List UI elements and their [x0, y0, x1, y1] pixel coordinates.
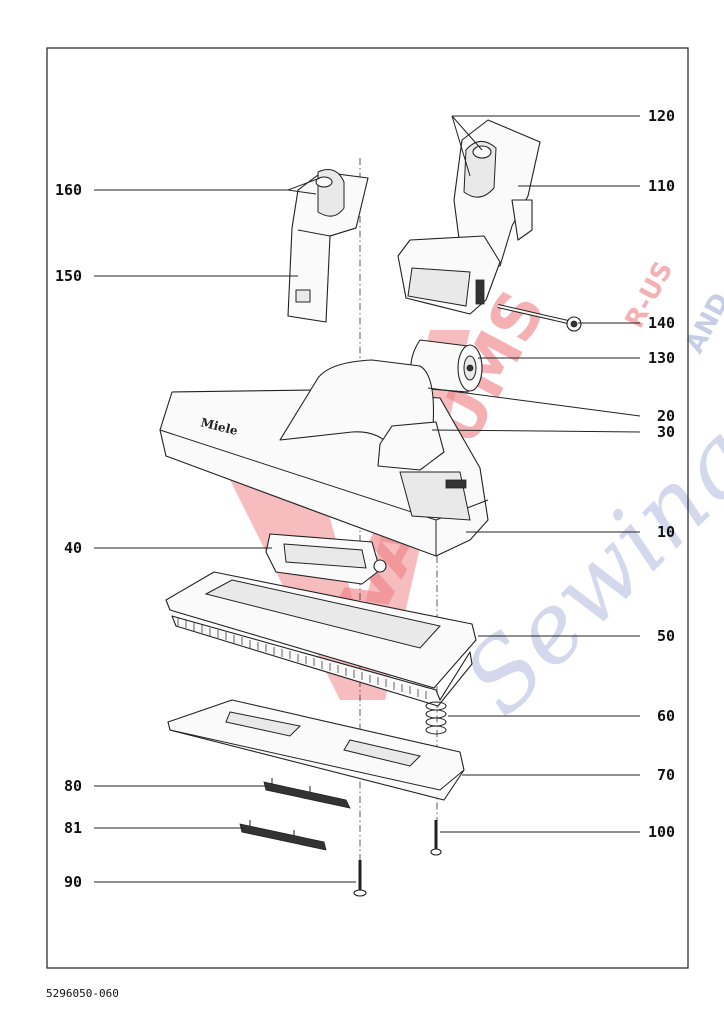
- callout-100: 100: [648, 823, 675, 841]
- callout-70: 70: [657, 766, 675, 784]
- document-number: 5296050-060: [46, 987, 119, 1000]
- callout-130: 130: [648, 349, 675, 367]
- callout-120: 120: [648, 107, 675, 125]
- callout-10: 10: [657, 523, 675, 541]
- part-70-sole-plate: [167, 699, 465, 801]
- callout-81: 81: [64, 819, 82, 837]
- callout-160: 160: [55, 181, 82, 199]
- callout-40: 40: [64, 539, 82, 557]
- part-50-base-plate: [165, 571, 477, 707]
- callout-90: 90: [64, 873, 82, 891]
- callout-150: 150: [55, 267, 82, 285]
- callout-60: 60: [657, 707, 675, 725]
- callout-140: 140: [648, 314, 675, 332]
- part-30-button: [377, 421, 467, 489]
- part-60-spring: [425, 701, 447, 735]
- callout-80: 80: [64, 777, 82, 795]
- callout-110: 110: [648, 177, 675, 195]
- callout-50: 50: [657, 627, 675, 645]
- part-90-screw: [353, 860, 367, 897]
- leader-lines: [94, 115, 641, 883]
- callout-numbers: 120 110 160 150 140 130 20 30 10 40 50 6…: [55, 107, 675, 891]
- part-80-brush-strip: [263, 778, 351, 809]
- callout-20: 20: [657, 407, 675, 425]
- part-160-release-buttons: [315, 169, 345, 217]
- part-81-brush-strip: [239, 820, 327, 851]
- part-100-screw: [430, 820, 442, 856]
- watermark-connector: AND: [680, 288, 724, 358]
- part-140-axle-pin: [497, 304, 582, 332]
- callout-30: 30: [657, 423, 675, 441]
- diagram-frame: [46, 47, 689, 969]
- part-120-release-buttons: [463, 141, 497, 198]
- part-40-joint-connector: [265, 533, 387, 585]
